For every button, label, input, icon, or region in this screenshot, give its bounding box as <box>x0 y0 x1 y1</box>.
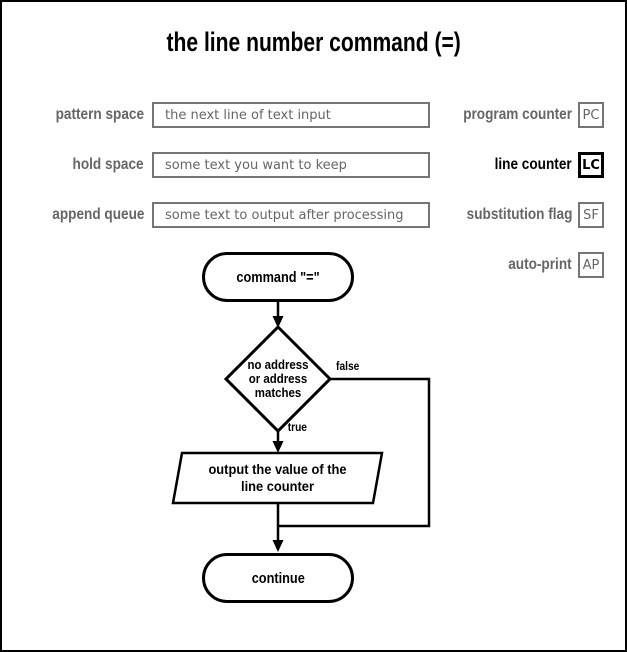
substitution-flag-label: substitution flag <box>466 206 572 223</box>
append-queue-label: append queue <box>51 206 144 223</box>
arrowhead-end <box>272 540 284 552</box>
append-queue-row: append queue some text to output after p… <box>2 202 625 228</box>
end-node-label: continue <box>251 569 305 587</box>
line-counter-label: line counter <box>494 156 572 173</box>
end-node: continue <box>202 553 354 603</box>
hold-space-box: some text you want to keep <box>152 152 430 178</box>
process-text: output the value of the line counter <box>208 461 347 494</box>
pattern-space-label: pattern space <box>55 106 144 123</box>
true-branch-label: true <box>287 420 307 434</box>
auto-print-badge: AP <box>578 252 604 278</box>
pattern-space-box: the next line of text input <box>152 102 430 128</box>
hold-space-label: hold space <box>72 156 144 173</box>
arrowhead-decision <box>272 316 284 328</box>
page-title: the line number command (=) <box>166 27 461 57</box>
false-branch-label: false <box>336 359 360 373</box>
substitution-flag-badge: SF <box>578 202 604 228</box>
append-queue-value: some text to output after processing <box>165 207 404 223</box>
process-parallelogram <box>171 451 384 505</box>
auto-print-row: auto-print AP <box>2 252 625 278</box>
program-counter-badge: PC <box>578 102 604 128</box>
line-counter-row: line counter LC <box>2 152 625 178</box>
decision-text: no address or address matches <box>247 357 309 400</box>
append-queue-box: some text to output after processing <box>152 202 430 228</box>
start-node: command "=" <box>202 252 354 302</box>
program-counter-label: program counter <box>463 106 572 123</box>
hold-space-value: some text you want to keep <box>165 157 347 173</box>
line-counter-badge: LC <box>578 152 604 178</box>
auto-print-label: auto-print <box>508 256 572 273</box>
substitution-flag-row: substitution flag SF <box>2 202 625 228</box>
start-node-label: command "=" <box>236 268 320 286</box>
false-branch-line <box>278 377 431 528</box>
arrowhead-process <box>272 441 284 453</box>
program-counter-row: program counter PC <box>2 102 625 128</box>
pattern-space-row: pattern space the next line of text inpu… <box>2 102 625 128</box>
pattern-space-value: the next line of text input <box>165 107 331 123</box>
decision-diamond <box>223 324 333 434</box>
hold-space-row: hold space some text you want to keep <box>2 152 625 178</box>
